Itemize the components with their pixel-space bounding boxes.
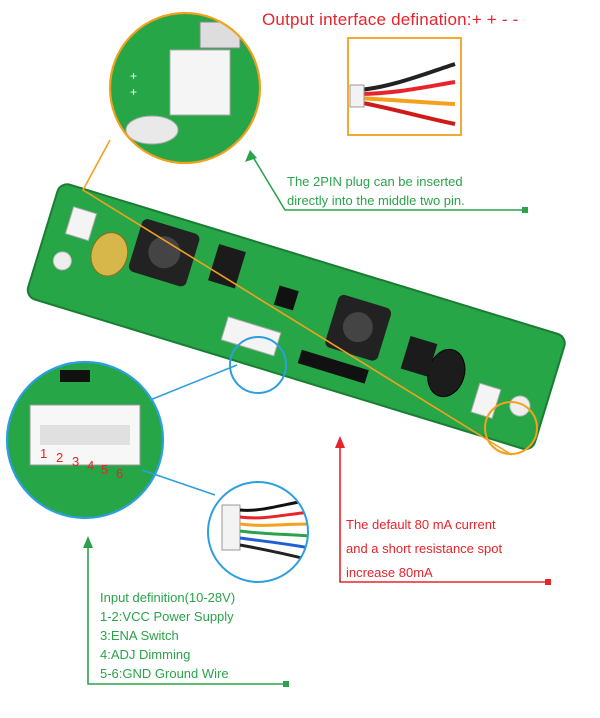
page-title: Output interface defination:+ + - -	[262, 10, 519, 29]
svg-text:+: +	[130, 69, 137, 83]
current-note-line: and a short resistance spot	[346, 541, 503, 556]
input-definition-item: 4:ADJ Dimming	[100, 647, 191, 662]
pin-number: 3	[72, 454, 80, 469]
left-zoom	[7, 362, 163, 518]
svg-text:+: +	[130, 85, 137, 99]
input-definition: Input definition(10-28V) 1-2:VCC Power S…	[100, 588, 235, 683]
pin-number: 5	[101, 462, 109, 477]
pin-number: 6	[116, 466, 124, 481]
input-definition-item: 5-6:GND Ground Wire	[100, 666, 229, 681]
input-definition-header: Input definition(10-28V)	[100, 590, 236, 605]
current-note-line: increase 80mA	[346, 565, 433, 580]
output-plug-wires	[349, 62, 456, 126]
plug-note-line: directly into the middle two pin.	[287, 193, 465, 208]
current-note: The default 80 mA current and a short re…	[346, 513, 502, 585]
input-definition-item: 3:ENA Switch	[100, 628, 179, 643]
pin-number: 4	[87, 458, 95, 473]
pin-number: 2	[56, 450, 64, 465]
input-definition-item: 1-2:VCC Power Supply	[100, 609, 234, 624]
plug-note-line: The 2PIN plug can be inserted	[287, 174, 463, 189]
top-zoom: + +	[110, 13, 260, 163]
current-note-line: The default 80 mA current	[346, 517, 496, 532]
plug-note: The 2PIN plug can be inserted directly i…	[287, 172, 465, 210]
pin-number: 1	[40, 446, 48, 461]
